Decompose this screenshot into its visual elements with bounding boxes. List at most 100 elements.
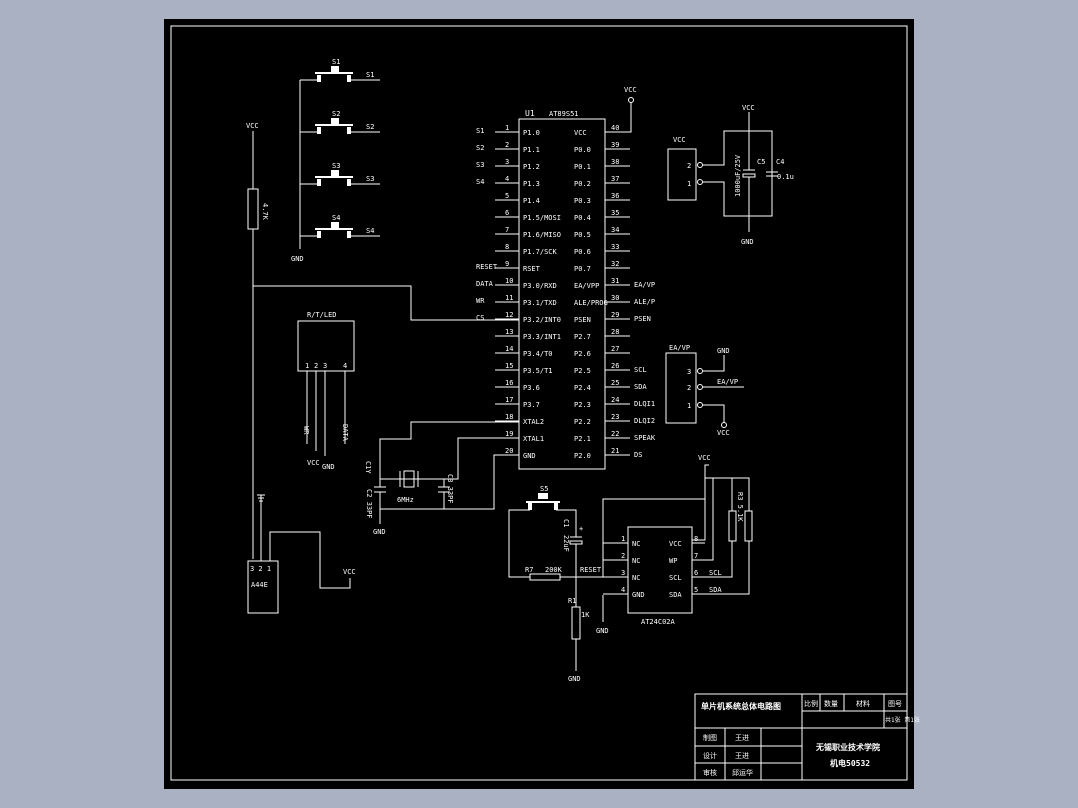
mcu-vcc-label: VCC (624, 86, 637, 94)
mcu-pin-number: 27 (611, 345, 619, 353)
mcu-pin-name: GND (523, 452, 536, 460)
eeprom-pin-name: WP (669, 557, 677, 565)
reset-net-label: RESET (580, 566, 602, 574)
eeprom-gnd-label: GND (596, 627, 609, 635)
reset-gnd-label: GND (568, 675, 581, 683)
mcu-pin-number: 28 (611, 328, 619, 336)
mcu-pin-name: P3.1/TXD (523, 299, 557, 307)
mcu-pin-number: 30 (611, 294, 619, 302)
mcu-pin-number: 34 (611, 226, 619, 234)
sheet-count: 共1张 第1张 (885, 716, 920, 724)
switch-actuator (331, 66, 339, 72)
mcu-pin-name: P0.2 (574, 180, 591, 188)
crystal-c3-label: C3 33PF (446, 474, 454, 504)
eeprom-body (627, 526, 693, 614)
title-block-frame (694, 693, 908, 781)
power-supply: VCC 2 1 VCC C5 1000uF/25V C4 0.1u GND (667, 104, 794, 246)
mcu-pin-name: P2.4 (574, 384, 591, 392)
mcu-pin-number: 11 (505, 294, 513, 302)
mcu-pin-number: 23 (611, 413, 619, 421)
led-wr-label: WR (302, 426, 310, 435)
switch-contact (347, 231, 351, 238)
mcu-pin-number: 22 (611, 430, 619, 438)
crystal-6mhz (403, 470, 415, 488)
mcu-net-label: S4 (476, 178, 484, 186)
mcu-pin-number: 4 (505, 175, 509, 183)
xtal2-wire (379, 421, 519, 487)
ea-vcc-terminal (721, 422, 727, 428)
mcu-pin-name: P3.3/INT1 (523, 333, 561, 341)
mcu-pin-name: P0.6 (574, 248, 591, 256)
mcu-pin-number: 31 (611, 277, 619, 285)
reset-circuit: S5 + C1 22uF R7 200K RESET R1 1K GND (508, 485, 628, 683)
ea-net-label: EA/VP (717, 378, 738, 386)
c1-plate-bottom (569, 540, 583, 545)
c4-value: 0.1u (777, 173, 794, 181)
switch-gnd-label: GND (291, 255, 304, 263)
power-gnd-label: GND (741, 238, 754, 246)
s5-label: S5 (540, 485, 548, 493)
ea-pin-3: 3 (687, 368, 691, 376)
header-qty: 数量 (824, 699, 838, 708)
ea-connector (665, 352, 697, 424)
mcu-pin-number: 17 (505, 396, 513, 404)
crystal-circuit: 6MHz GND C1Y C2 33PF C3 33PF (364, 421, 519, 536)
mcu-pin-name: P2.5 (574, 367, 591, 375)
mcu-pin-number: 25 (611, 379, 619, 387)
mcu-pin-number: 16 (505, 379, 513, 387)
eeprom-vcc-bus (705, 477, 750, 511)
mcu-pin-number: 7 (505, 226, 509, 234)
eeprom-pin-name: VCC (669, 540, 682, 548)
eeprom-top-wire (602, 498, 705, 577)
chip-gnd-wire (444, 454, 519, 510)
mcu-pin-number: 33 (611, 243, 619, 251)
switch-label: S2 (332, 110, 340, 118)
r1-resistor (571, 606, 581, 640)
mcu-net-label: DLQI1 (634, 400, 655, 408)
drawing-border (170, 25, 908, 781)
xtal1-wire (443, 437, 519, 487)
mcu-pin-number: 38 (611, 158, 619, 166)
mcu-pin-name: P0.4 (574, 214, 591, 222)
mcu-pin-name: P3.7 (523, 401, 540, 409)
power-connector (667, 148, 697, 201)
switch-contact (317, 75, 321, 82)
r3-label: R3 5.1K (736, 492, 744, 522)
r7-value: 200K (545, 566, 563, 574)
switch-contact (317, 179, 321, 186)
mcu-pin-name: P2.7 (574, 333, 591, 341)
r1-label: R1 (568, 597, 576, 605)
switch-net-label: S3 (366, 175, 374, 183)
switch-actuator (331, 170, 339, 176)
eeprom-pin-name: SDA (669, 591, 682, 599)
power-terminal-2 (697, 162, 703, 168)
c5-plate-bottom (742, 173, 756, 178)
header-drawing-no: 图号 (888, 700, 902, 708)
mcu-net-label: DLQI2 (634, 417, 655, 425)
c4-label: C4 (776, 158, 784, 166)
ea-pin-2: 2 (687, 384, 691, 392)
reset-loop-wire (508, 509, 530, 578)
mcu-net-label: ALE/P (634, 298, 655, 306)
mcu-pin-name: P1.7/SCK (523, 248, 558, 256)
eeprom-name: AT24C02A (641, 618, 676, 626)
mcu-pin-name: EA/VPP (574, 282, 599, 290)
mcu-pin-name: XTAL1 (523, 435, 544, 443)
mcu-left-pins: 1P1.0S12P1.1S23P1.2S34P1.3S45P1.46P1.5/M… (476, 124, 561, 460)
mcu-vcc-terminal (628, 97, 634, 103)
ea-vcc-label: VCC (717, 429, 730, 437)
mcu-pin-name: P1.3 (523, 180, 540, 188)
mcu-pin-number: 24 (611, 396, 619, 404)
switch-label: S3 (332, 162, 340, 170)
mcu-pin-number: 29 (611, 311, 619, 319)
s5-contact-b (554, 503, 558, 510)
r3-resistor-b (744, 510, 753, 542)
mcu-pin-number: 6 (505, 209, 509, 217)
design-label: 设计 (703, 751, 717, 760)
eeprom-pin-name: SCL (669, 574, 682, 582)
mcu-u1: U1 AT89S51 1P1.0S12P1.1S23P1.2S34P1.3S45… (476, 86, 656, 470)
mcu-pin-name: P3.4/T0 (523, 350, 553, 358)
eeprom-pin-number: 4 (621, 586, 625, 594)
